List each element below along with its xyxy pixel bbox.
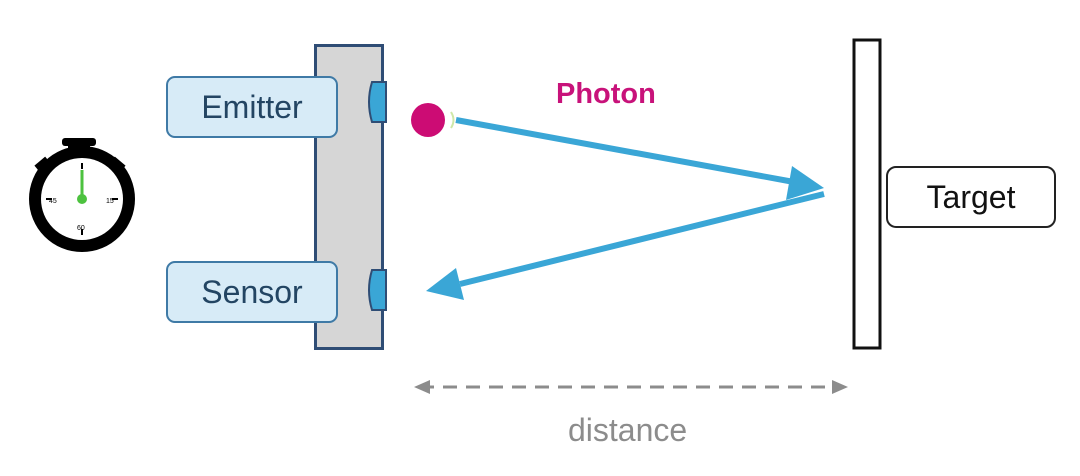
- emitter-label: Emitter: [166, 76, 338, 138]
- target-label: Target: [886, 166, 1056, 228]
- target-plate: [852, 38, 882, 350]
- photon-dot: [411, 103, 445, 137]
- stopwatch-tick-45: 45: [49, 198, 57, 205]
- photon-label: Photon: [556, 78, 656, 110]
- sensor-lens: [368, 269, 387, 311]
- stopwatch-icon: 45 15 60: [29, 138, 135, 252]
- stopwatch-tick-15: 15: [106, 198, 114, 205]
- stopwatch-tick-60: 60: [77, 225, 85, 232]
- distance-label: distance: [568, 412, 688, 448]
- reflected-beam: [426, 191, 825, 300]
- emitter-lens: [368, 81, 387, 123]
- sensor-label: Sensor: [166, 261, 338, 323]
- outgoing-beam: [455, 117, 824, 200]
